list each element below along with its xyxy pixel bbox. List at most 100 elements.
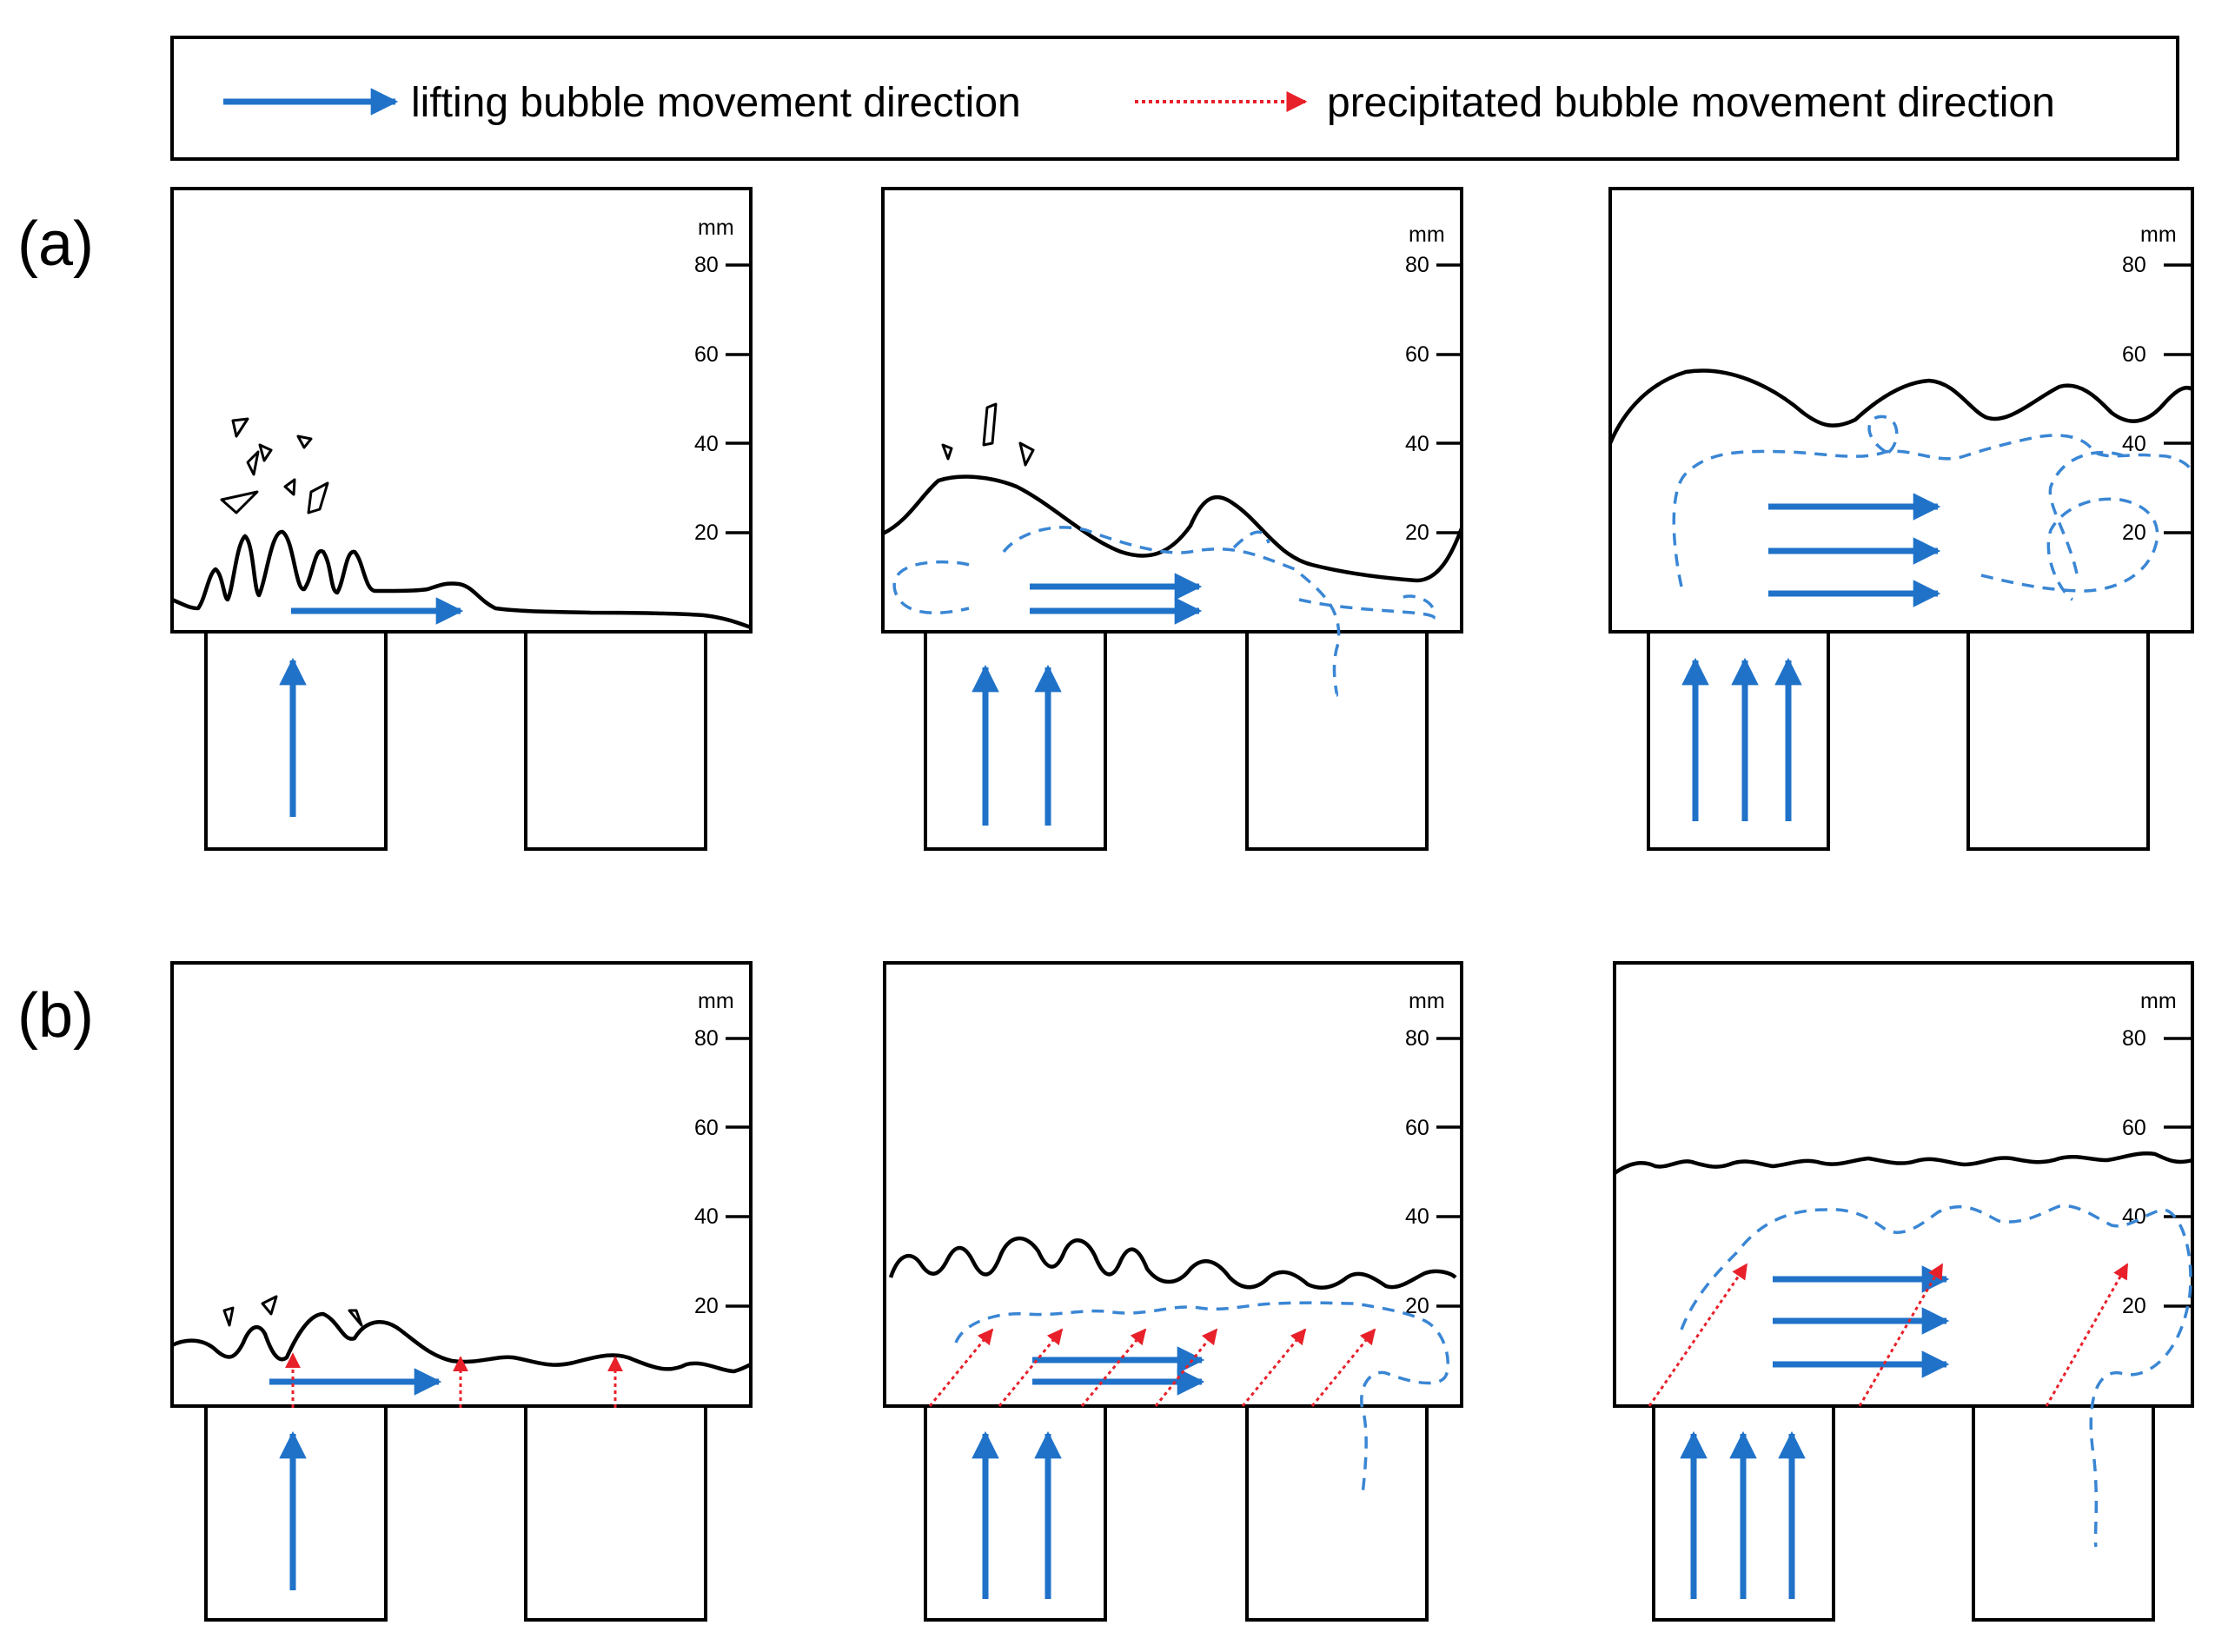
scale-unit: mm <box>698 216 734 240</box>
left-chamber <box>1652 1404 1835 1622</box>
tick-20: 20 <box>2122 521 2146 545</box>
tick-40: 40 <box>1405 432 1429 456</box>
right-chamber <box>1972 1404 2155 1622</box>
tick-80: 80 <box>1405 253 1429 277</box>
tick-20: 20 <box>1405 521 1429 545</box>
bed-surface <box>881 474 1464 583</box>
tick-40: 40 <box>694 1204 719 1229</box>
tick-20: 20 <box>694 521 719 545</box>
right-chamber <box>524 630 707 851</box>
droplet-fragment <box>1018 441 1035 467</box>
legend-lifting-label: lifting bubble movement direction <box>411 80 1021 126</box>
left-chamber <box>204 630 388 851</box>
bed-surface <box>171 529 752 630</box>
bed-box <box>170 961 753 1408</box>
precipitated-arrow <box>1648 1263 1748 1407</box>
legend-box <box>170 36 2179 161</box>
bubble-boundary <box>954 1301 1449 1496</box>
bubble-boundary <box>1680 1204 2192 1548</box>
bed-box <box>1613 961 2194 1408</box>
droplet-fragment <box>348 1309 363 1327</box>
tick-60: 60 <box>694 1116 719 1140</box>
height-scale: mm 80 60 40 20 <box>694 989 751 1318</box>
precipitated-arrow <box>1310 1328 1376 1407</box>
precipitated-arrow <box>998 1328 1064 1407</box>
tick-80: 80 <box>694 1026 719 1051</box>
tick-20: 20 <box>694 1294 719 1318</box>
right-chamber <box>1966 630 2150 851</box>
panel-a2: mm 80 60 40 20 <box>881 187 1464 851</box>
height-scale: mm 80 60 40 20 <box>1405 222 1462 545</box>
height-scale: mm 80 60 40 20 <box>2122 989 2192 1318</box>
droplet-fragment <box>261 1295 278 1316</box>
tick-80: 80 <box>1405 1026 1429 1051</box>
scale-unit: mm <box>1409 222 1445 247</box>
legend-precipitated-label: precipitated bubble movement direction <box>1327 80 2055 126</box>
tick-60: 60 <box>2122 1116 2146 1140</box>
left-chamber <box>924 630 1107 851</box>
bed-box <box>883 961 1463 1408</box>
splash-fragments <box>222 1295 363 1327</box>
left-chamber <box>204 1404 388 1622</box>
bed-surface <box>1613 1151 2193 1175</box>
droplet-fragment <box>222 1306 235 1327</box>
scale-unit: mm <box>2140 222 2177 247</box>
panel-b1: mm 80 60 40 20 <box>170 961 753 1622</box>
bed-box <box>170 187 753 634</box>
legend: lifting bubble movement direction precip… <box>170 36 2179 161</box>
tick-40: 40 <box>694 432 719 456</box>
droplet-fragment <box>982 402 998 447</box>
tick-40: 40 <box>1405 1204 1429 1229</box>
left-chamber <box>924 1404 1107 1622</box>
bubble-boundary <box>892 526 1436 697</box>
panel-a3: mm 80 60 40 20 <box>1608 187 2194 851</box>
right-chamber <box>1245 1404 1429 1622</box>
bubble-boundary <box>1672 415 2192 601</box>
bed-surface <box>1608 368 2194 444</box>
droplet-fragment <box>307 481 329 514</box>
splash-fragments <box>941 402 1035 467</box>
precipitated-arrow <box>2045 1263 2129 1407</box>
tick-60: 60 <box>2122 342 2146 367</box>
height-scale: mm 80 60 40 20 <box>694 216 751 545</box>
panel-b3: mm 80 60 40 20 <box>1613 961 2194 1622</box>
scale-unit: mm <box>698 989 734 1013</box>
droplet-fragment <box>283 478 296 496</box>
precipitated-arrow <box>1858 1263 1944 1407</box>
panel-a1: mm 80 60 40 20 <box>170 187 753 851</box>
row-label-a: (a) <box>17 209 94 279</box>
tick-60: 60 <box>1405 342 1429 367</box>
tick-80: 80 <box>2122 1026 2146 1051</box>
droplet-fragment <box>941 443 953 461</box>
height-scale: mm 80 60 40 20 <box>2122 222 2192 545</box>
bed-surface <box>888 1236 1457 1290</box>
tick-40: 40 <box>2122 432 2146 456</box>
bed-box <box>1608 187 2194 634</box>
precipitated-arrow <box>1080 1328 1147 1407</box>
left-chamber <box>1647 630 1830 851</box>
tick-80: 80 <box>694 253 719 277</box>
droplet-fragment <box>231 417 249 438</box>
tick-80: 80 <box>2122 253 2146 277</box>
droplet-fragment <box>220 490 259 514</box>
splash-fragments <box>220 417 329 514</box>
droplet-fragment <box>296 435 313 449</box>
tick-60: 60 <box>694 342 719 367</box>
precipitated-arrow <box>1154 1328 1218 1407</box>
bed-box <box>881 187 1463 634</box>
precipitated-arrow <box>928 1328 994 1407</box>
scale-unit: mm <box>2140 989 2177 1013</box>
right-chamber <box>1245 630 1429 851</box>
row-label-b: (b) <box>17 981 94 1051</box>
droplet-fragment <box>246 450 260 476</box>
panel-b2: mm 80 60 40 20 <box>883 961 1463 1622</box>
bed-surface <box>171 1311 753 1374</box>
tick-60: 60 <box>1405 1116 1429 1140</box>
tick-40: 40 <box>2122 1204 2146 1229</box>
tick-20: 20 <box>2122 1294 2146 1318</box>
precipitated-arrow <box>1241 1328 1307 1407</box>
scale-unit: mm <box>1409 989 1445 1013</box>
droplet-fragment <box>258 443 273 462</box>
height-scale: mm 80 60 40 20 <box>1405 989 1462 1318</box>
